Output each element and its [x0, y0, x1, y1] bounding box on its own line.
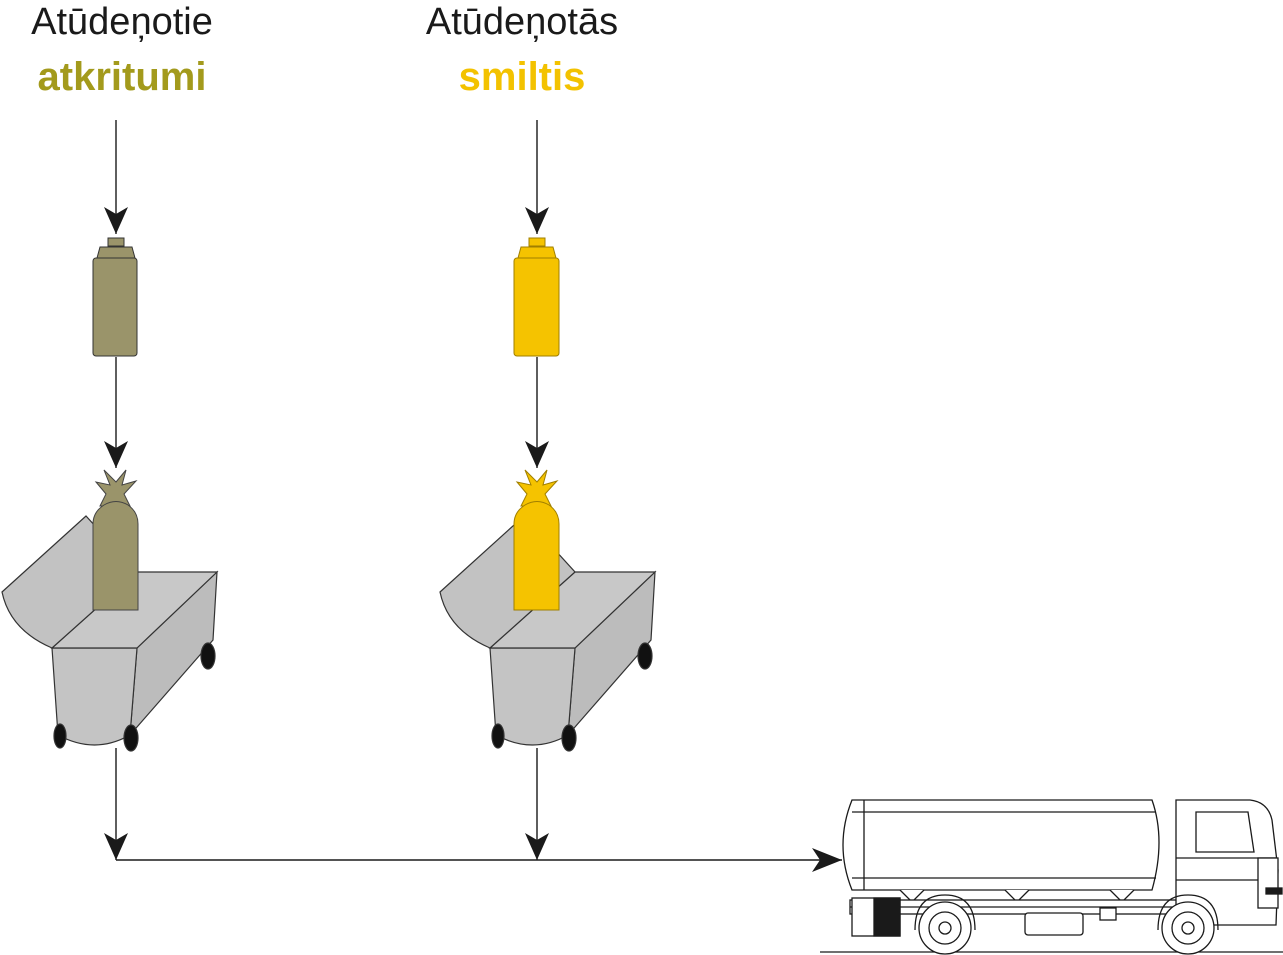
stream2-label-line1: Atūdeņotās — [426, 1, 618, 43]
stream1-label-line1: Atūdeņotie — [31, 1, 213, 43]
collector-arrow — [116, 848, 842, 872]
tied-bag-icon — [513, 469, 560, 611]
bagging-unit-icon — [513, 237, 560, 357]
stream2-label-line2: smiltis — [459, 55, 586, 99]
stream1-arrows — [104, 120, 128, 860]
stream1-label-line2: atkritumi — [38, 55, 207, 99]
bagging-unit-icon — [92, 237, 138, 357]
stream2-arrows — [525, 120, 549, 860]
tied-bag-icon — [92, 469, 139, 611]
tanker-truck-icon — [842, 799, 1283, 955]
